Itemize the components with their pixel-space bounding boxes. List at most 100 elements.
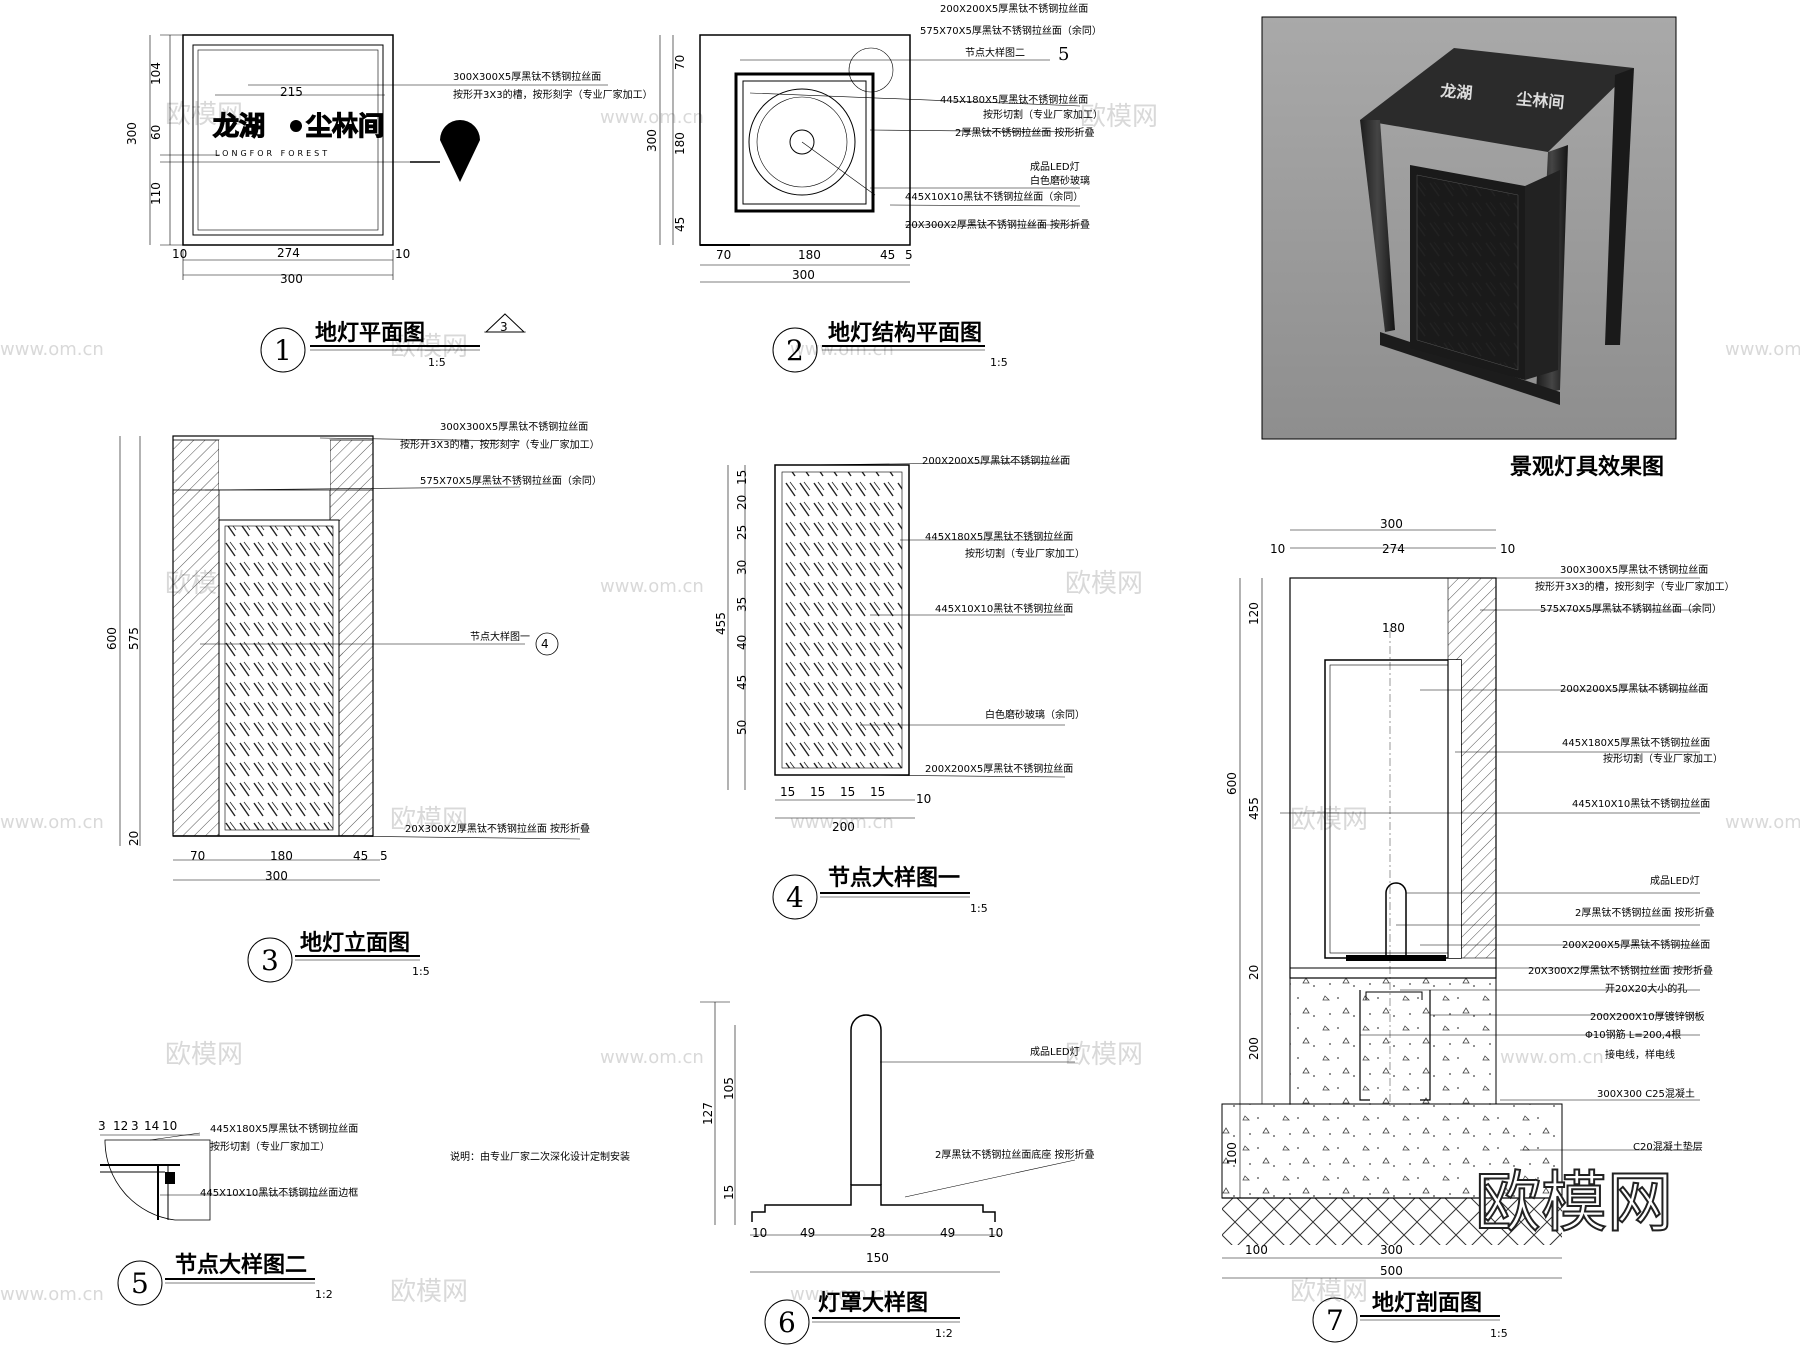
note: 200X200X5厚黑钛不锈钢拉丝面 — [1560, 682, 1708, 695]
watermark-cn: 欧模网 — [1080, 102, 1158, 132]
drawing-7-text: 300 274 180 10 10 600 120 455 20 200 100… — [1225, 517, 1735, 1340]
dim: 45 — [353, 849, 368, 863]
watermark-url: www.om.cn — [790, 812, 894, 833]
lamp-top-outer — [182, 34, 394, 246]
dim: 20 — [127, 831, 141, 846]
dim: 180 — [270, 849, 293, 863]
dim: 180 — [673, 132, 687, 155]
watermark-url: www.om.cn — [0, 339, 104, 360]
note: 300X300X5厚黑钛不锈钢拉丝面 — [453, 70, 601, 83]
dim: 575 — [127, 627, 141, 650]
dim: 300 — [1380, 1243, 1403, 1257]
drawing-title: 地灯剖面图 — [1372, 1290, 1482, 1316]
dim: 60 — [149, 125, 163, 140]
dim: 15 — [780, 785, 795, 799]
note: 20X300X2厚黑钛不锈钢拉丝面 按形折叠 — [405, 822, 590, 835]
dim: 127 — [701, 1102, 715, 1125]
drawing-title: 地灯立面图 — [300, 930, 410, 956]
dim: 5 — [380, 849, 388, 863]
dim: 100 — [1245, 1243, 1268, 1257]
section-marker-icon — [440, 120, 480, 182]
drawing-scale: 1:2 — [315, 1288, 333, 1301]
note: 2厚黑钛不锈钢拉丝面 按形折叠 — [1575, 906, 1715, 919]
dim: 28 — [870, 1226, 885, 1240]
dim: 180 — [1382, 621, 1405, 635]
note: 2厚黑钛不锈钢拉丝面底座 按形折叠 — [935, 1148, 1095, 1161]
leader — [904, 1159, 1076, 1198]
corner-watermark: 欧模网 — [1475, 1164, 1673, 1241]
note: 按形开3X3的槽，按形刻字（专业厂家加工） — [453, 88, 653, 101]
note: 300X300X5厚黑钛不锈钢拉丝面 — [1560, 563, 1708, 576]
note: 200X200X10厚镀锌钢板 — [1590, 1010, 1705, 1023]
dim: 215 — [280, 85, 303, 99]
dim: 500 — [1380, 1264, 1403, 1278]
note: 300X300 C25混凝土 — [1597, 1087, 1695, 1100]
leader — [859, 774, 1066, 778]
render-title: 景观灯具效果图 — [1510, 454, 1664, 480]
drawing-1-plan — [149, 34, 608, 373]
watermark-url: www.om.cn — [600, 107, 704, 128]
drawing-scale: 1:5 — [428, 356, 446, 369]
drawing-title: 节点大样图一 — [828, 865, 960, 891]
ref-number: 3 — [500, 320, 508, 334]
dim: 70 — [190, 849, 205, 863]
watermark-cn: 欧模网 — [165, 1040, 243, 1070]
leader — [204, 486, 521, 491]
drawing-scale: 1:5 — [990, 356, 1008, 369]
watermark-url: www.om.cn — [0, 812, 104, 833]
note: 成品LED灯 — [1030, 1046, 1080, 1058]
drawing-5-text: 445X180X5厚黑钛不锈钢拉丝面 按形切割（专业厂家加工） 445X10X1… — [98, 1119, 630, 1301]
drawing-5-detail — [100, 1132, 320, 1306]
note: 按形开3X3的槽，按形刻字（专业厂家加工） — [1535, 580, 1735, 593]
leader — [749, 92, 1081, 107]
dim: 15 — [722, 1185, 736, 1200]
leader — [889, 204, 1081, 207]
watermark-cn: 欧模网 — [390, 805, 468, 835]
dim: 110 — [149, 182, 163, 205]
note: 200X200X5厚黑钛不锈钢拉丝面 — [922, 454, 1070, 467]
brand-logo-icon — [290, 120, 302, 132]
dim: 10 — [916, 792, 931, 806]
drawing-scale: 1:5 — [1490, 1327, 1508, 1340]
brand-name: 龙湖 — [213, 112, 265, 142]
drawing-number: 5 — [131, 1267, 149, 1300]
drawing-6-text: 成品LED灯 2厚黑钛不锈钢拉丝面底座 按形折叠 127 105 15 10 4… — [701, 1046, 1095, 1340]
brand-english: LONGFOR FOREST — [215, 149, 330, 158]
note: 按形切割（专业厂家加工） — [210, 1140, 330, 1153]
note: Φ10钢筋 L=200,4根 — [1585, 1028, 1681, 1041]
detail-callout — [848, 47, 894, 93]
dim: 45 — [673, 217, 687, 232]
dim: 45 — [735, 675, 749, 690]
brand-name-2: 尘林间 — [306, 112, 384, 142]
note: 白色磨砂玻璃 — [1030, 174, 1090, 187]
render-brand: 龙湖 — [1439, 81, 1474, 103]
drawing-6-lamp-cover — [700, 1001, 1076, 1345]
lamp-base — [751, 1184, 996, 1222]
dim: 10 — [172, 247, 187, 261]
leader — [149, 1132, 201, 1141]
concrete-bed — [1221, 1103, 1563, 1199]
note: C20混凝土垫层 — [1633, 1140, 1703, 1153]
note: 445X10X10黑钛不锈钢拉丝面 — [935, 602, 1073, 615]
dim: 180 — [798, 248, 821, 262]
note: 2厚黑钛不锈钢拉丝面 按形折叠 — [955, 126, 1095, 139]
watermark-url: www.om.cn — [790, 1284, 894, 1305]
soil — [1222, 1198, 1562, 1245]
drawing-number: 4 — [786, 881, 804, 914]
dim: 300 — [792, 268, 815, 282]
leader — [869, 129, 1081, 133]
leader — [319, 437, 521, 442]
lamp-top-groove — [197, 49, 379, 231]
dim: 10 — [1500, 542, 1515, 556]
leader — [339, 835, 581, 840]
note: 成品LED灯 — [1650, 875, 1700, 887]
watermark-url: www.om.cn — [600, 1047, 704, 1068]
dim: 15 — [810, 785, 825, 799]
watermark-cn: 欧模网 — [1065, 1040, 1143, 1070]
dim: 274 — [1382, 542, 1405, 556]
detail-grille — [781, 471, 903, 769]
drawing-number: 6 — [778, 1306, 796, 1339]
dim: 300 — [125, 122, 139, 145]
